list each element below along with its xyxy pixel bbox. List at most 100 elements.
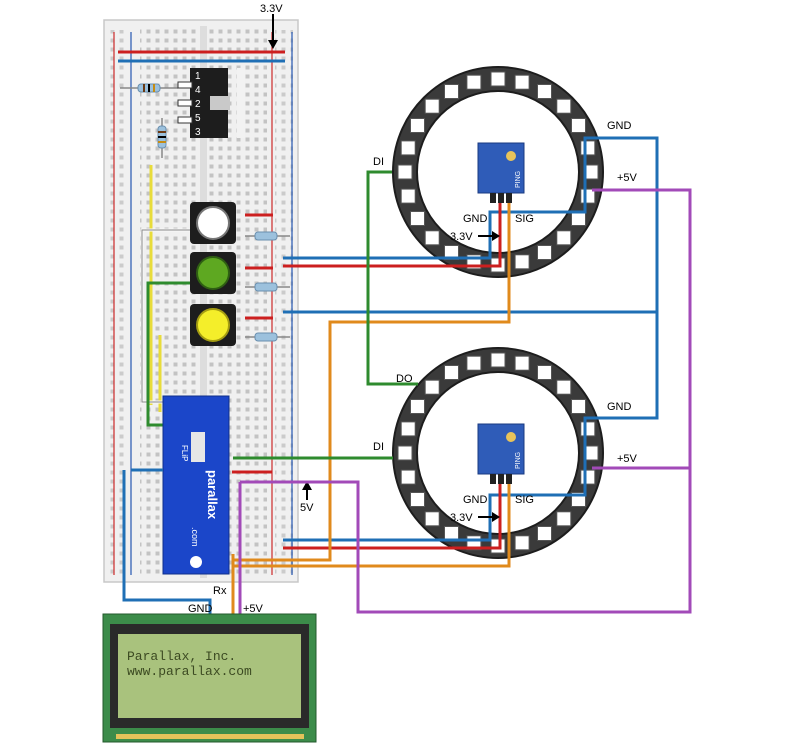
led-pixel xyxy=(397,445,413,461)
wire-di-ring1 xyxy=(366,170,418,386)
led-pixel xyxy=(556,511,572,527)
button-jumpers xyxy=(245,213,290,342)
lcd-rx-label: Rx xyxy=(213,585,227,597)
flip-brand: parallax xyxy=(205,470,220,520)
power-jumpers xyxy=(118,50,285,63)
ping2-name: PING xyxy=(515,452,522,469)
led-pixel xyxy=(537,245,552,260)
ring1-5v-label: +5V xyxy=(617,172,638,184)
led-pixel xyxy=(514,74,530,90)
led-pixel xyxy=(424,379,440,395)
lcd-gnd-label: GND xyxy=(188,603,213,615)
resistor-1 xyxy=(120,83,178,93)
led-pixel xyxy=(444,526,459,541)
led-pixel xyxy=(556,98,572,114)
flip-side-jumpers xyxy=(131,468,272,474)
led-pixel xyxy=(410,118,425,133)
led-pixel xyxy=(490,71,506,87)
led-pixel xyxy=(410,492,425,507)
led-pixel xyxy=(537,526,552,541)
switch-pin-label: 4 xyxy=(195,85,201,96)
wire-gnd-ring2 xyxy=(283,312,659,542)
led-pixel xyxy=(537,365,552,380)
ring2-gnd-label: GND xyxy=(607,401,632,413)
led-pixel xyxy=(424,511,440,527)
led-pixel xyxy=(580,140,596,156)
led-pixel xyxy=(466,355,482,371)
led-pixel xyxy=(514,535,530,551)
led-pixel xyxy=(514,355,530,371)
led-pixel xyxy=(400,188,416,204)
led-pixel xyxy=(444,84,459,99)
switch-pin-label: 3 xyxy=(195,127,201,138)
wire-5v-rings xyxy=(240,188,692,614)
ring2-do-label: DO xyxy=(396,373,413,385)
lcd-line-1: Parallax, Inc. xyxy=(127,649,236,664)
led-pixel xyxy=(537,84,552,99)
led-pixel xyxy=(400,140,416,156)
pushbutton-green xyxy=(190,252,236,294)
led-pixel xyxy=(571,399,586,414)
led-pixel xyxy=(400,469,416,485)
led-pixel xyxy=(410,399,425,414)
wire-sig-ping2 xyxy=(233,484,511,568)
led-pixel xyxy=(424,230,440,246)
ring1-gnd-label: GND xyxy=(607,120,632,132)
led-pixel xyxy=(580,421,596,437)
ping1-sig-label: SIG xyxy=(515,213,534,225)
wire-sig-ping1 xyxy=(233,203,511,562)
led-pixel xyxy=(444,365,459,380)
led-pixel xyxy=(410,211,425,226)
ping1-name: PING xyxy=(515,171,522,188)
ping1-33v-arrow xyxy=(478,231,500,241)
v5-bus-arrow xyxy=(302,481,312,500)
led-pixel xyxy=(571,211,586,226)
led-pixel xyxy=(490,352,506,368)
v33-top-arrow xyxy=(268,14,278,49)
switch-pin-label: 1 xyxy=(195,71,201,82)
ping1-33v-label: 3.3V xyxy=(450,231,473,243)
pushbutton-white xyxy=(190,202,236,244)
led-pixel xyxy=(514,254,530,270)
led-pixel xyxy=(571,118,586,133)
wire-33v-ping2 xyxy=(283,484,502,550)
pushbutton-yellow xyxy=(190,304,236,346)
led-pixel xyxy=(580,469,596,485)
switch-pin-label: 2 xyxy=(195,99,201,110)
led-pixel xyxy=(466,74,482,90)
ping2-gnd-label: GND xyxy=(463,494,488,506)
ring2-di-label: DI xyxy=(373,441,384,453)
green-jumper xyxy=(146,281,190,427)
yellow-wires xyxy=(149,165,162,412)
lcd-line-2: www.parallax.com xyxy=(127,664,252,679)
slide-switch: 1 4 2 5 3 xyxy=(177,68,245,138)
lcd-display: Parallax, Inc. www.parallax.com xyxy=(102,613,317,743)
resistor-2 xyxy=(157,118,167,158)
wire-gnd-ring1 xyxy=(283,136,659,314)
flip-name: FLiP xyxy=(180,445,189,461)
ping2-33v-arrow xyxy=(478,512,500,522)
wire-33v-ping1 xyxy=(283,203,502,268)
ping-sensor-1: PING xyxy=(477,142,525,203)
led-pixel xyxy=(424,98,440,114)
lcd-5v-label: +5V xyxy=(243,603,264,615)
led-pixel xyxy=(397,164,413,180)
switch-pin-label: 5 xyxy=(195,113,201,124)
led-pixel xyxy=(556,379,572,395)
ping1-gnd-label: GND xyxy=(463,213,488,225)
flip-url: .com xyxy=(190,527,200,547)
led-pixel xyxy=(556,230,572,246)
gray-jumper xyxy=(140,228,190,404)
ring1-di-label: DI xyxy=(373,156,384,168)
ping2-33v-label: 3.3V xyxy=(450,512,473,524)
led-pixel xyxy=(400,421,416,437)
ping2-sig-label: SIG xyxy=(515,494,534,506)
led-pixel xyxy=(490,538,506,554)
flip-module: parallax .com FLiP xyxy=(162,395,230,575)
ping-sensor-2: PING xyxy=(477,423,525,484)
v33-top-label: 3.3V xyxy=(260,3,283,15)
ring2-5v-label: +5V xyxy=(617,453,638,465)
led-ring-2 xyxy=(392,347,604,559)
wire-lcd-gnd xyxy=(122,470,212,618)
